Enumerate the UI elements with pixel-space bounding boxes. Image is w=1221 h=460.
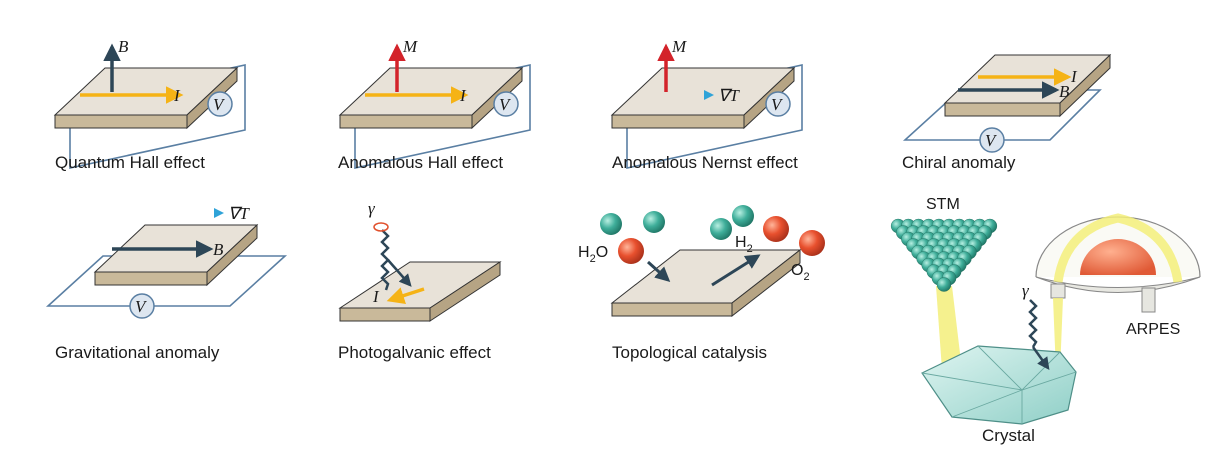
voltmeter-label: V <box>135 297 148 316</box>
hydrogen-atom <box>710 218 732 240</box>
arpes-apparatus <box>1035 213 1201 372</box>
reactant-arrow <box>646 260 671 283</box>
crystal-label: Crystal <box>982 426 1035 445</box>
photon-label: γ <box>1022 281 1030 300</box>
stm-tip <box>890 218 998 292</box>
panel-caption: Anomalous Nernst effect <box>612 153 798 172</box>
voltmeter-label: V <box>985 131 998 150</box>
magnetization-label: M <box>671 37 687 56</box>
photon-wave <box>1028 299 1038 348</box>
voltmeter-label: V <box>771 95 784 114</box>
sample-slab <box>610 66 796 130</box>
stm-beam <box>936 286 962 370</box>
temperature-gradient-arrowhead <box>214 208 224 218</box>
arpes-port <box>1050 283 1066 299</box>
panel-photogalvanic: γ I Photogalvanic effect <box>338 199 502 362</box>
voltmeter-icon <box>979 127 1005 153</box>
hydrogen-atom <box>643 211 665 233</box>
field-label: B <box>118 37 129 56</box>
voltmeter-icon <box>207 91 233 117</box>
oxygen-label: O2 <box>791 262 810 283</box>
voltmeter-icon <box>493 91 519 117</box>
panel-caption: Anomalous Hall effect <box>338 153 503 172</box>
panel-caption: Photogalvanic effect <box>338 343 491 362</box>
sample-slab <box>943 53 1112 118</box>
current-label: I <box>372 287 380 306</box>
panel-topological-catalysis: H2O H2 O2 Topological catalysis <box>578 205 825 362</box>
panel-crystal-probes: STM ARPES γ Crystal <box>890 196 1201 445</box>
hydrogen-atom <box>732 205 754 227</box>
field-label: B <box>213 240 224 259</box>
panel-caption: Topological catalysis <box>612 343 767 362</box>
oxygen-atom <box>799 230 825 256</box>
current-label: I <box>173 86 181 105</box>
oxygen-atom <box>763 216 789 242</box>
panel-anomalous-nernst: M ∇T V Anomalous Nernst effect <box>610 37 803 172</box>
panel-anomalous-hall: M I V Anomalous Hall effect <box>338 37 531 172</box>
temperature-gradient-arrowhead <box>704 90 714 100</box>
crystal-facets <box>921 345 1077 424</box>
field-label: B <box>1059 82 1070 101</box>
panel-caption: Quantum Hall effect <box>55 153 205 172</box>
voltmeter-icon <box>765 91 791 117</box>
current-label: I <box>1070 67 1078 86</box>
product-arrow <box>711 254 761 287</box>
gradient-label: ∇T <box>228 204 250 223</box>
voltmeter-label: V <box>213 95 226 114</box>
arpes-detector <box>1141 287 1156 313</box>
current-arrow <box>386 287 425 305</box>
panel-gravitational-anomaly: ∇T B V Gravitational anomaly <box>45 204 288 362</box>
stm-tip-atom <box>936 277 952 292</box>
sample-slab <box>338 66 524 130</box>
stm-label: STM <box>926 196 960 213</box>
sample-slab <box>338 261 502 322</box>
panel-caption: Gravitational anomaly <box>55 343 220 362</box>
arpes-label: ARPES <box>1126 321 1180 338</box>
circuit-wire <box>45 255 288 307</box>
magnetization-label: M <box>402 37 418 56</box>
gradient-label: ∇T <box>718 86 740 105</box>
current-label: I <box>459 86 467 105</box>
oxygen-atom <box>618 238 644 264</box>
hydrogen-atom <box>600 213 622 235</box>
panel-chiral-anomaly: I B V Chiral anomaly <box>902 53 1112 172</box>
voltmeter-icon <box>129 293 155 319</box>
photon-arrow <box>1031 346 1050 371</box>
sample-slab <box>93 223 259 287</box>
panel-quantum-hall: B I V Quantum Hall effect <box>53 37 246 172</box>
hydrogen-label: H2 <box>735 234 753 255</box>
photon-arrow <box>387 259 412 287</box>
photon-label: γ <box>368 199 376 218</box>
panel-caption: Chiral anomaly <box>902 153 1016 172</box>
polarization-icon <box>373 222 389 232</box>
water-label: H2O <box>578 244 608 265</box>
voltmeter-label: V <box>499 95 512 114</box>
arpes-analyzer <box>1080 239 1156 275</box>
